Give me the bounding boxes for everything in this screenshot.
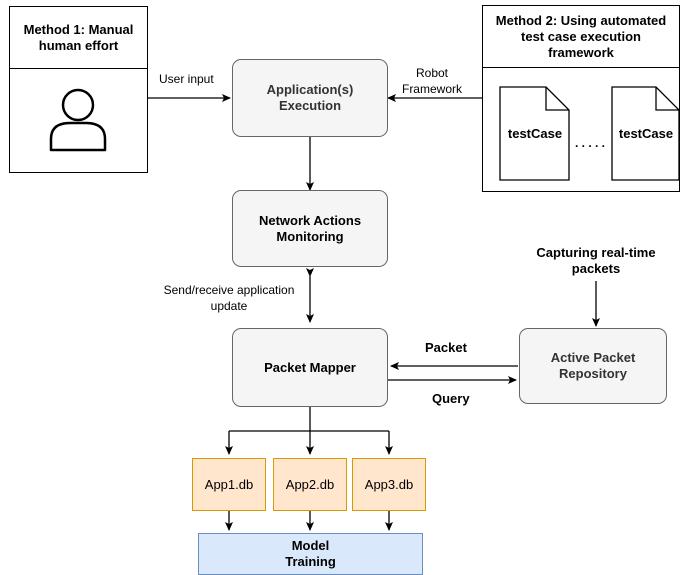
network-monitoring-node: Network Actions Monitoring — [232, 190, 388, 267]
send-receive-label: Send/receive application update — [163, 283, 295, 313]
app-execution-node: Application(s) Execution — [232, 59, 388, 137]
query-label: Query — [432, 391, 470, 406]
testcase-right-doc — [611, 86, 680, 181]
method1-title: Method 1: Manual human effort — [10, 7, 147, 69]
active-repo-node: Active Packet Repository — [519, 328, 667, 404]
packet-label: Packet — [425, 340, 467, 355]
app2-db: App2.db — [273, 458, 347, 511]
robot-framework-label: Robot Framework — [401, 66, 462, 96]
user-icon — [49, 88, 107, 152]
method2-title: Method 2: Using automated test case exec… — [483, 6, 679, 68]
capturing-label: Capturing real-time packets — [536, 245, 656, 276]
model-training-node: Model Training — [198, 533, 423, 575]
app3-db: App3.db — [352, 458, 426, 511]
testcase-separator: . . . . . — [574, 136, 605, 150]
testcase-right-label: testCase — [618, 126, 674, 141]
user-input-label: User input — [159, 72, 214, 86]
app1-db: App1.db — [192, 458, 266, 511]
testcase-left-doc — [499, 86, 570, 181]
testcase-left-label: testCase — [507, 126, 563, 141]
packet-mapper-node: Packet Mapper — [232, 328, 388, 407]
